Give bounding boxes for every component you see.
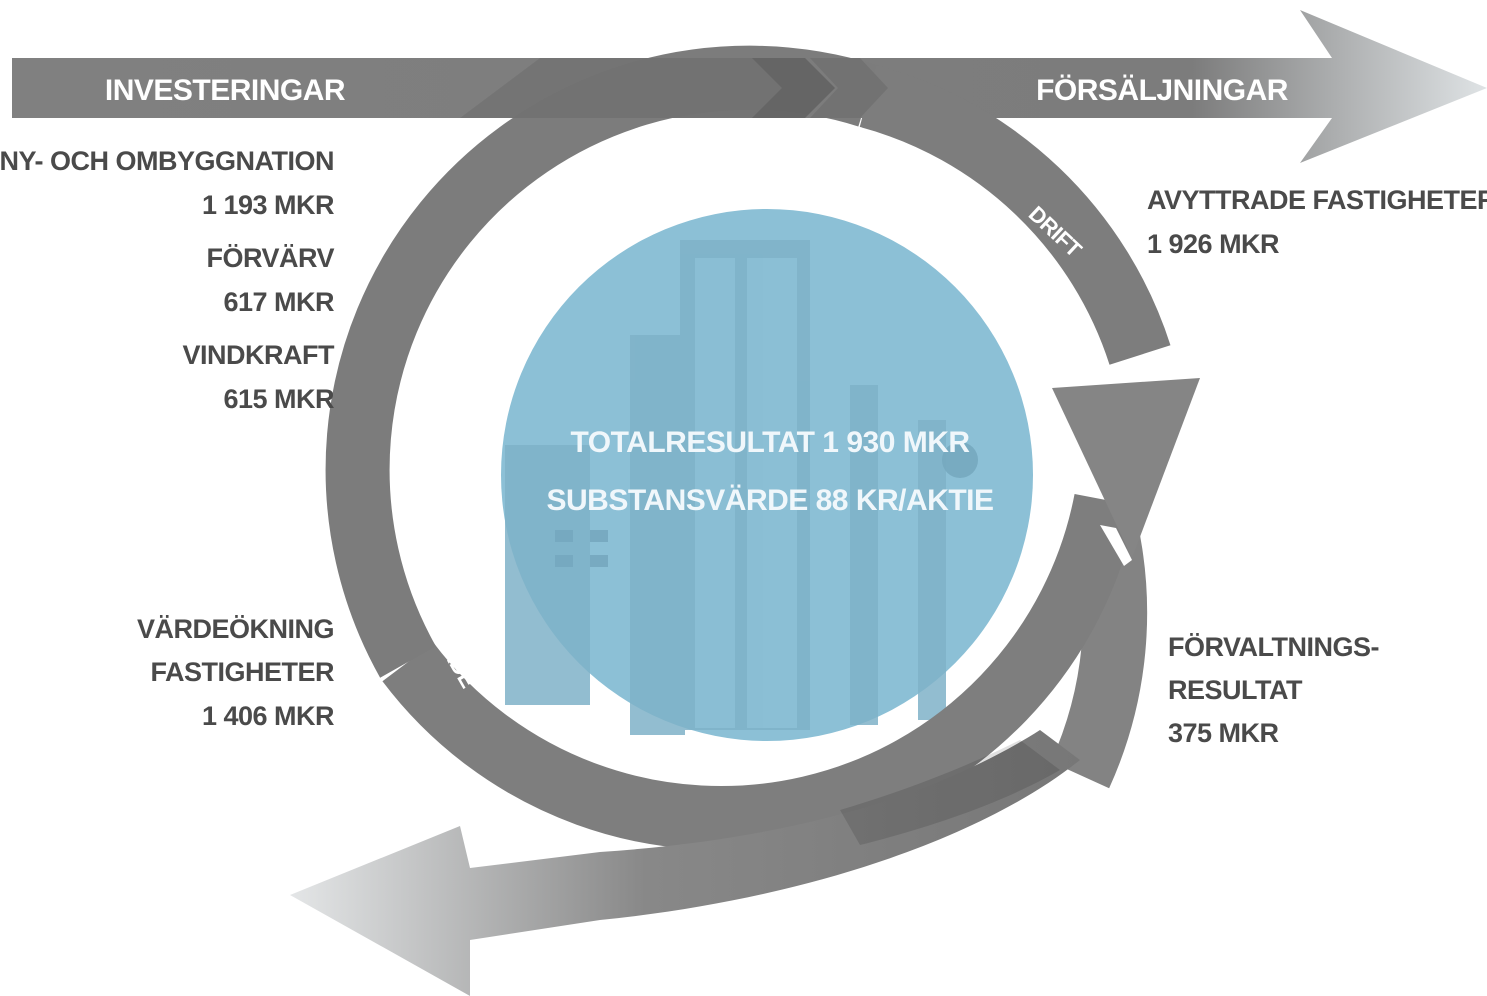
- value-growth-line1: VÄRDEÖKNING: [137, 614, 334, 644]
- investment-name-0: NY- OCH OMBYGGNATION: [0, 146, 334, 176]
- management-value: 375 MKR: [1168, 718, 1279, 748]
- investment-name-2: VINDKRAFT: [183, 340, 335, 370]
- management-line2: RESULTAT: [1168, 675, 1303, 705]
- forsaljningar-label: FÖRSÄLJNINGAR: [1036, 74, 1289, 107]
- investeringar-label: INVESTERINGAR: [105, 74, 346, 107]
- investment-value-0: 1 193 MKR: [202, 190, 334, 220]
- value-growth-value: 1 406 MKR: [202, 701, 334, 731]
- substansvarde-text: SUBSTANSVÄRDE 88 KR/AKTIE: [546, 484, 993, 517]
- drift-arrowhead: [1052, 378, 1200, 558]
- investment-value-1: 617 MKR: [223, 287, 334, 317]
- investment-name-1: FÖRVÄRV: [206, 243, 334, 273]
- investment-value-2: 615 MKR: [223, 384, 334, 414]
- center-circle: [501, 209, 1033, 741]
- sales-name: AVYTTRADE FASTIGHETER: [1147, 185, 1487, 215]
- totalresultat-text: TOTALRESULTAT 1 930 MKR: [570, 426, 970, 459]
- sales-value: 1 926 MKR: [1147, 229, 1279, 259]
- value-growth-line2: FASTIGHETER: [150, 657, 334, 687]
- cycle-ring: [325, 45, 1171, 851]
- return-arrow: [290, 730, 1080, 996]
- management-line1: FÖRVALTNINGS-: [1168, 632, 1379, 662]
